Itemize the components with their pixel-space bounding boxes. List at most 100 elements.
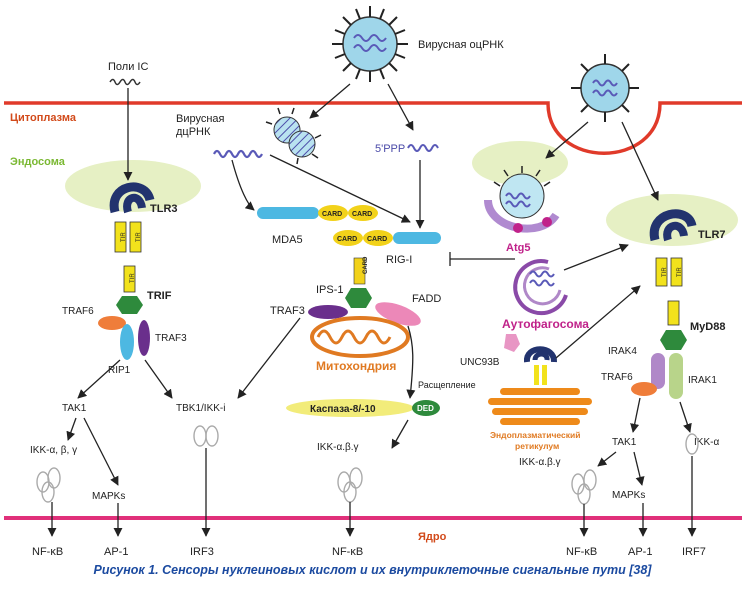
mapks-label-left: MAPKs [92,491,125,502]
inhibition-line [449,252,515,266]
mitochondria-icon [310,316,410,358]
nfkb-label: NF-κB [32,546,63,558]
tbk1-label: TBK1/IKK-i [176,403,225,414]
nfkb-label: NF-κB [566,546,597,558]
fadd-icon [375,302,421,326]
ikk-label-middle: IKK-α.β.γ [317,442,359,453]
autophagosome-label: Аутофагосома [502,317,589,331]
trif-label: TRIF [147,290,172,302]
tak1-label-left: TAK1 [62,403,87,414]
traf3-icon [138,320,150,356]
tir-label: TIR [130,273,136,283]
irf7-label: IRF7 [682,546,706,558]
trif-icon [116,296,143,314]
tlr7-label: TLR7 [698,229,726,241]
card-label: CARD [322,211,342,218]
er-icon [488,388,592,425]
virus-icon [571,54,639,122]
figure-caption: Рисунок 1. Сенсоры нуклеиновых кислот и … [93,563,652,577]
card-icon [363,230,393,246]
ikk-label-right: IKK-α.β.γ [519,457,561,468]
traf3-label: TRAF3 [155,333,187,344]
card-label: CARD [363,256,369,274]
rig-i-icon [393,232,441,244]
tir-label: TIR [677,267,683,277]
traf6-label: TRAF6 [601,372,633,383]
dsrna-icon [213,149,263,159]
rig-i-label: RIG-I [386,254,412,266]
cleavage-label: Расщепление [418,380,476,390]
viral-dsrna-label: Вирусная [176,113,225,125]
signal-arrows [47,83,697,537]
unc93b-icon [504,334,520,352]
endosome-middle [472,141,568,185]
mapks-label-right: MAPKs [612,490,645,501]
ikk-complex-icon [36,467,61,503]
virus-icon [332,6,408,82]
caspase-icon [286,399,414,417]
tak1-label-right: TAK1 [612,437,637,448]
myd88-icon [660,330,687,350]
ap1-label: AP-1 [104,546,128,558]
card-label: CARD [352,211,372,218]
er-receptor-icon [524,346,557,385]
ppp-rna-icon [407,144,439,152]
mda5-label: MDA5 [272,234,303,246]
poly-ic-label: Поли IC [108,61,148,73]
nucleus-label: Ядро [418,531,447,543]
ikk-alpha-icon [685,433,699,455]
irak4-label: IRAK4 [608,346,637,357]
atg5-complex-icon [484,166,560,233]
endosome-right [606,194,738,246]
card-icon [333,230,363,246]
ikk-label-left: IKK-α, β, γ [30,445,77,456]
tir-label: TIR [121,232,127,242]
card-label: CARD [367,236,387,243]
tlr3-label: TLR3 [150,203,178,215]
card-icon [318,205,348,221]
traf3-icon [308,305,348,319]
viral-dsrna-label-2: дцРНК [176,126,211,138]
autophagosome-icon [513,259,568,316]
traf6-icon [631,382,657,396]
traf3-label: TRAF3 [270,305,305,317]
card-icon [353,257,366,285]
virus-fragments-icon [265,107,322,165]
ips1-label: IPS-1 [316,284,344,296]
endosome-label: Эндосома [10,156,66,168]
poly-ic-rna-icon [109,78,141,86]
er-label-2: ретикулум [515,441,559,451]
irak4-icon [651,353,665,389]
nucleus-membrane [4,516,742,520]
fadd-label: FADD [412,293,441,305]
card-icon [348,205,378,221]
nfkb-label: NF-κB [332,546,363,558]
tlr7-receptor-icon [649,209,697,287]
ips1-icon [345,288,372,308]
traf6-icon [98,316,126,330]
tlr3-receptor-icon [109,182,155,253]
irak1-icon [669,353,683,399]
irak1-label: IRAK1 [688,375,717,386]
myd88-tir-icon [667,300,680,326]
irf3-label: IRF3 [190,546,214,558]
ap1-label: AP-1 [628,546,652,558]
cell-membrane [4,101,742,155]
mitochondria-label: Митохондрия [316,359,396,373]
mda5-icon [257,207,319,219]
trif-tir-icon [123,265,136,293]
traf6-label: TRAF6 [62,306,94,317]
unc93b-label: UNC93B [460,357,500,368]
tir-label: TIR [662,267,668,277]
card-label: CARD [337,236,357,243]
ikk-complex-icon [571,469,597,505]
myd88-label: MyD88 [690,321,725,333]
ikk-complex-icon [193,425,219,447]
atg5-label: Atg5 [506,242,530,254]
ikk-complex-icon [337,467,363,503]
cytoplasm-label: Цитоплазма [10,112,77,124]
rip1-icon [120,324,134,360]
tir-label: TIR [136,232,142,242]
